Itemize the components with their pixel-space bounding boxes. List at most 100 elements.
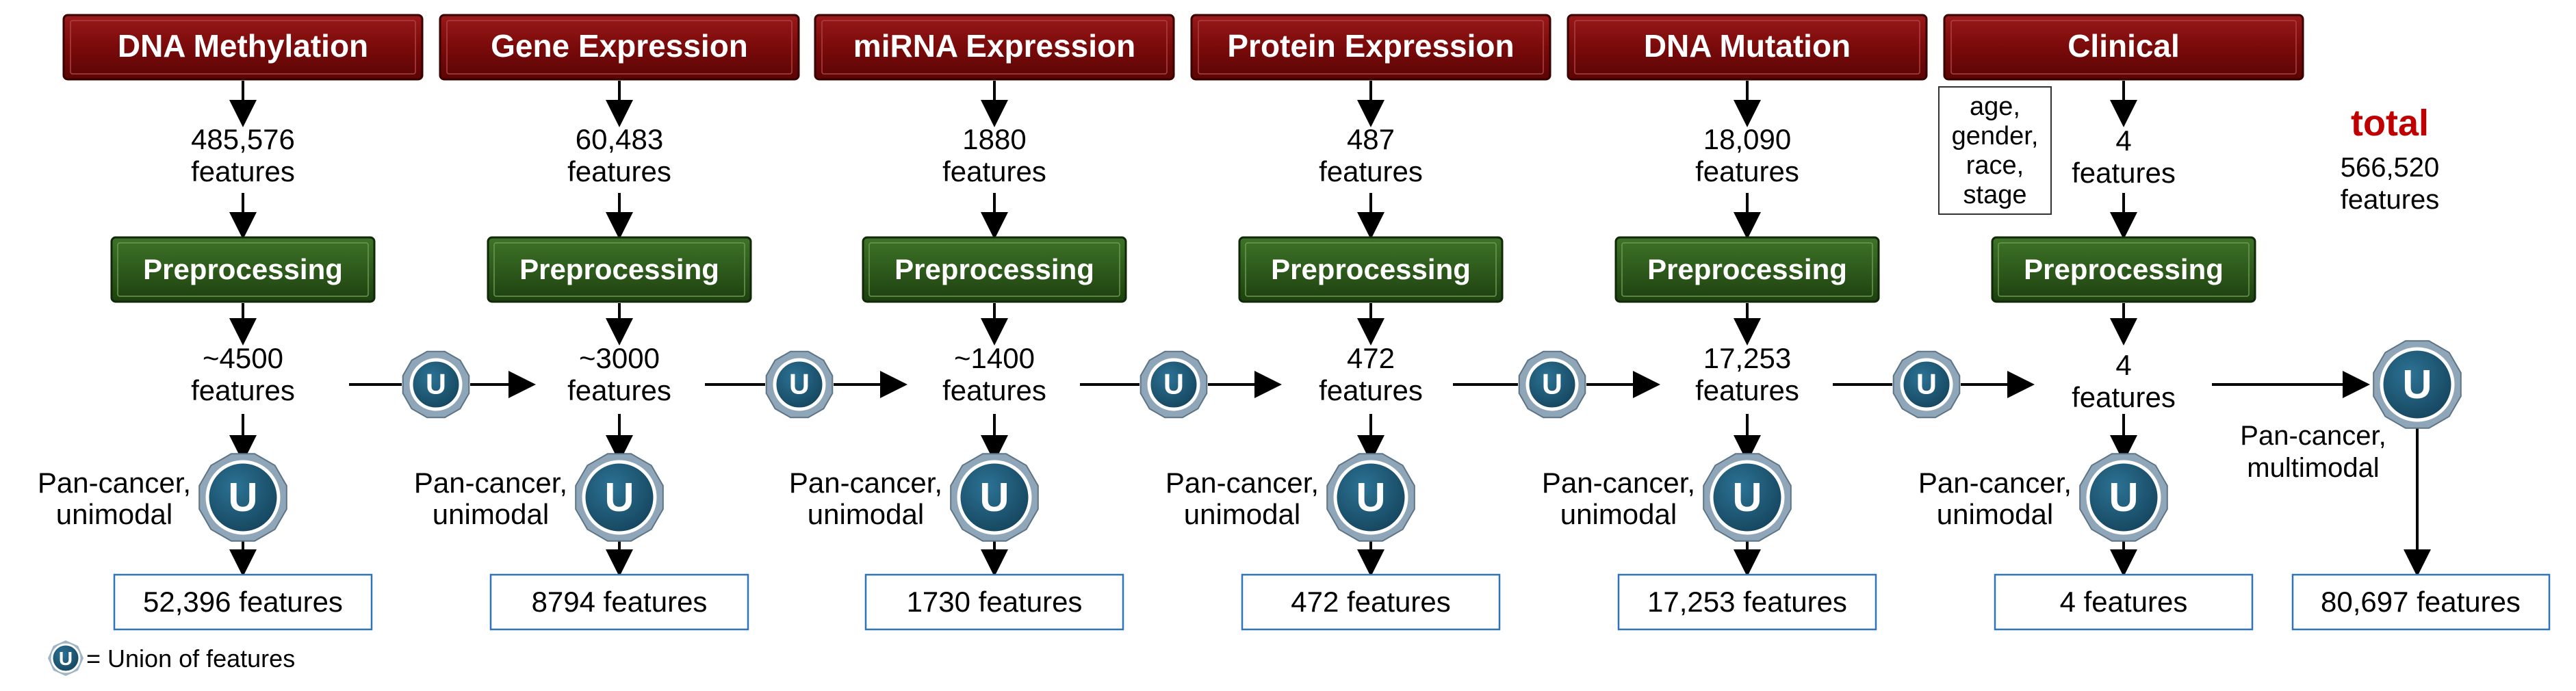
filtered-count: 4	[2115, 349, 2131, 381]
source-label: miRNA Expression	[853, 28, 1135, 64]
mode-label-line2: unimodal	[808, 498, 924, 530]
result-box	[1241, 573, 1501, 631]
legend-text: = Union of features	[86, 644, 295, 673]
preprocessing-box	[1614, 236, 1880, 303]
filtered-count: ~4500	[203, 342, 283, 374]
source-label: Gene Expression	[491, 28, 748, 64]
mode-label-line1: Pan-cancer,	[789, 467, 942, 499]
preprocessing-label: Preprocessing	[1647, 253, 1847, 285]
multimodal-line1: Pan-cancer,	[2240, 421, 2386, 451]
result-box	[1994, 573, 2254, 631]
chain-union-icon: U	[1518, 350, 1586, 419]
preprocessing-label: Preprocessing	[894, 253, 1094, 285]
source-label: Protein Expression	[1227, 28, 1514, 64]
result-box	[1617, 573, 1877, 631]
preprocessing-label: Preprocessing	[1271, 253, 1471, 285]
mode-label-line1: Pan-cancer,	[38, 467, 191, 499]
result-label: 8794 features	[532, 586, 708, 618]
union-symbol: U	[979, 474, 1009, 520]
filtered-unit: features	[942, 374, 1046, 406]
mode-label-line1: Pan-cancer,	[414, 467, 567, 499]
result-box	[489, 573, 749, 631]
result-label: 17,253 features	[1647, 586, 1847, 618]
filtered-count: ~3000	[579, 342, 660, 374]
legend: U = Union of features	[48, 640, 295, 676]
source-box	[62, 14, 424, 81]
diagram-nodes: DNA Methylation485,576featuresPreprocess…	[38, 14, 2462, 631]
union-icon: U	[950, 453, 1039, 542]
union-symbol: U	[228, 474, 257, 520]
raw-unit: features	[942, 155, 1046, 187]
source-box	[1943, 14, 2304, 81]
source-label: Clinical	[2068, 28, 2180, 64]
result-label: 4 features	[2060, 586, 2188, 618]
raw-unit: features	[1319, 155, 1423, 187]
legend-union-icon: U	[48, 640, 83, 676]
union-symbol: U	[789, 369, 810, 400]
pipeline-column: Protein Expression487featuresPreprocessi…	[1165, 14, 1551, 631]
pipeline-column: DNA Methylation 485,576 features Preprocess…	[38, 14, 424, 631]
preprocessing-box	[487, 236, 752, 303]
mode-label-line1: Pan-cancer,	[1542, 467, 1695, 499]
union-icon: U	[198, 453, 287, 542]
result-label: 1730 features	[907, 586, 1083, 618]
source-box	[814, 14, 1175, 81]
chain-union-icon: U	[765, 350, 834, 419]
union-symbol: U	[1163, 369, 1184, 400]
chain-union-icon: U	[1139, 350, 1208, 419]
union-symbol: U	[2109, 474, 2138, 520]
clinical-attr-1: age,	[1970, 92, 2020, 121]
filtered-unit: features	[1695, 374, 1799, 406]
connector-arrows	[229, 81, 2431, 577]
total-unit: features	[2341, 185, 2440, 215]
final-union-icon: U	[2373, 340, 2462, 429]
source-label: DNA Methylation	[118, 28, 368, 64]
mode-label-line2: unimodal	[1184, 498, 1300, 530]
raw-unit: features	[1695, 155, 1799, 187]
multimodal-line2: multimodal	[2247, 453, 2379, 483]
union-icon: U	[1326, 453, 1415, 542]
total-block: total 566,520 features	[2341, 103, 2440, 215]
union-symbol: U	[2402, 361, 2432, 407]
preprocessing-box	[1991, 236, 2256, 303]
raw-count: 4	[2115, 125, 2131, 157]
result-box	[864, 573, 1124, 631]
mode-label-line2: unimodal	[433, 498, 549, 530]
raw-unit: features	[2072, 157, 2176, 189]
source-label: DNA Mutation	[1644, 28, 1851, 64]
filtered-unit: features	[2072, 381, 2176, 413]
multimodal-result-box	[2291, 573, 2551, 631]
preprocessing-box	[862, 236, 1127, 303]
union-symbol: U	[1916, 369, 1937, 400]
clinical-attributes-box: age, gender, race, stage	[1938, 86, 2052, 215]
legend-symbol: U	[59, 648, 73, 669]
preprocessing-box	[110, 236, 376, 303]
mode-label-line1: Pan-cancer,	[1918, 467, 2072, 499]
chain-union-icon: U	[402, 350, 470, 419]
union-symbol: U	[604, 474, 634, 520]
union-symbol: U	[426, 369, 446, 400]
pipeline-column: Gene Expression60,483featuresPreprocessi…	[414, 14, 800, 631]
preprocessing-label: Preprocessing	[143, 253, 343, 285]
preprocessing-label: Preprocessing	[519, 253, 719, 285]
union-symbol: U	[1542, 369, 1562, 400]
raw-count: 60,483	[576, 123, 663, 155]
filtered-unit: features	[191, 374, 295, 406]
result-box	[113, 573, 373, 631]
raw-count: 485,576	[191, 123, 295, 155]
chain-union-icon: U	[1892, 350, 1961, 419]
union-symbol: U	[1356, 474, 1385, 520]
multimodal-result: 80,697 features	[2321, 586, 2521, 618]
raw-count: 18,090	[1703, 123, 1791, 155]
result-label: 472 features	[1291, 586, 1451, 618]
mode-label-line1: Pan-cancer,	[1165, 467, 1319, 499]
total-label: total	[2351, 103, 2429, 144]
source-box	[1190, 14, 1551, 81]
pipeline-column: miRNA Expression1880featuresPreprocessin…	[789, 14, 1175, 631]
union-icon: U	[2079, 453, 2168, 542]
preprocessing-label: Preprocessing	[2024, 253, 2224, 285]
raw-count: 1880	[962, 123, 1026, 155]
pipeline-column: DNA Mutation18,090featuresPreprocessing1…	[1542, 14, 1928, 631]
